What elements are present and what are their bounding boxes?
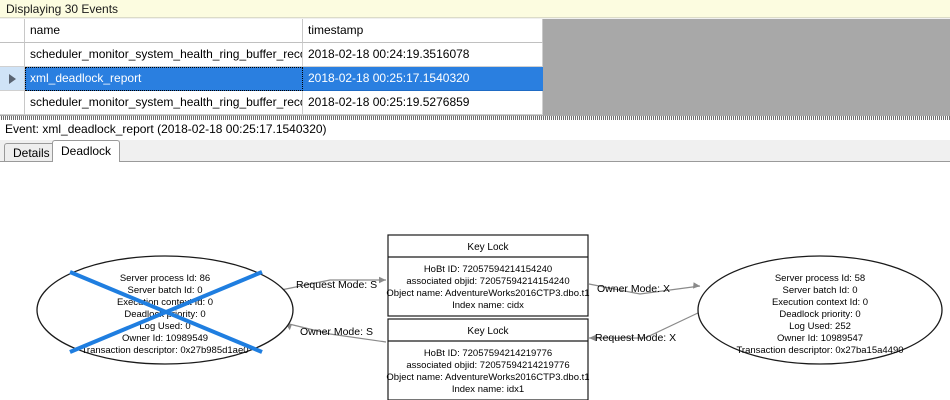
events-panel: Displaying 30 Events name timestamp sche… (0, 0, 950, 118)
resource-line-1: associated objid: 72057594214219776 (406, 360, 569, 371)
edge-label-request-s: Request Mode: S (296, 279, 377, 291)
grid-row-filler (543, 43, 950, 67)
resource-node-key-lock-cidx[interactable]: Key Lock HoBt ID: 72057594214154240 asso… (386, 234, 590, 317)
deadlock-victim-cross-icon (69, 270, 263, 354)
grid-row-filler (543, 67, 950, 91)
edge-owner-x (588, 282, 701, 295)
process-line-2: Execution context Id: 0 (772, 297, 868, 308)
edge-label-request-x: Request Mode: X (595, 332, 676, 344)
event-header-label: Event: xml_deadlock_report (2018-02-18 0… (0, 120, 950, 138)
table-row-selected[interactable]: xml_deadlock_report 2018-02-18 00:25:17.… (0, 67, 950, 91)
victim-line-0: Server process Id: 86 (120, 273, 210, 284)
row-selector[interactable] (0, 67, 25, 91)
resource-line-0: HoBt ID: 72057594214154240 (424, 264, 552, 275)
resource-title: Key Lock (467, 326, 509, 337)
resource-line-2: Object name: AdventureWorks2016CTP3.dbo.… (386, 372, 589, 383)
tab-details[interactable]: Details (4, 143, 59, 162)
cell-name[interactable]: scheduler_monitor_system_health_ring_buf… (25, 91, 303, 115)
victim-line-6: Transaction descriptor: 0x27b985d1ae0 (81, 345, 248, 356)
svg-text:Owner Mode: X: Owner Mode: X (597, 283, 670, 295)
resource-line-3: Index name: idx1 (452, 384, 524, 395)
cell-name[interactable]: xml_deadlock_report (25, 67, 303, 91)
edge-label-owner-x: Owner Mode: X (597, 283, 670, 295)
process-line-1: Server batch Id: 0 (783, 285, 858, 296)
victim-line-5: Owner Id: 10989549 (122, 333, 208, 344)
svg-text:Owner Mode: S: Owner Mode: S (300, 326, 373, 338)
horizontal-splitter[interactable] (0, 116, 950, 120)
resource-line-3: Index name: cidx (452, 300, 524, 311)
tab-deadlock[interactable]: Deadlock (52, 140, 121, 162)
process-line-0: Server process Id: 58 (775, 273, 865, 284)
row-selector[interactable] (0, 91, 25, 115)
victim-line-2: Execution context Id: 0 (117, 297, 213, 308)
table-row[interactable]: scheduler_monitor_system_health_ring_buf… (0, 91, 950, 115)
process-line-4: Log Used: 252 (789, 321, 851, 332)
edge-request-x (589, 311, 701, 342)
column-header-timestamp[interactable]: timestamp (303, 19, 543, 43)
resource-line-2: Object name: AdventureWorks2016CTP3.dbo.… (386, 288, 589, 299)
surviving-process-node[interactable]: Server process Id: 58 Server batch Id: 0… (697, 255, 943, 365)
cell-timestamp[interactable]: 2018-02-18 00:24:19.3516078 (303, 43, 543, 67)
resource-node-key-lock-idx1[interactable]: Key Lock HoBt ID: 72057594214219776 asso… (386, 318, 590, 400)
edge-request-s (280, 276, 386, 291)
resource-line-0: HoBt ID: 72057594214219776 (424, 348, 552, 359)
svg-text:Request Mode: S: Request Mode: S (296, 279, 377, 291)
current-row-arrow-icon (8, 73, 16, 84)
table-row[interactable]: scheduler_monitor_system_health_ring_buf… (0, 43, 950, 67)
row-selector[interactable] (0, 43, 25, 67)
row-selector-header (0, 19, 25, 43)
column-header-name[interactable]: name (25, 19, 303, 43)
process-line-5: Owner Id: 10989547 (777, 333, 863, 344)
cell-timestamp[interactable]: 2018-02-18 00:25:17.1540320 (303, 67, 543, 91)
svg-text:Request Mode: X: Request Mode: X (595, 332, 676, 344)
process-line-3: Deadlock priority: 0 (779, 309, 860, 320)
deadlock-graph-canvas[interactable]: Server process Id: 86 Server batch Id: 0… (0, 161, 950, 400)
resource-line-1: associated objid: 72057594214154240 (406, 276, 569, 287)
events-grid[interactable]: name timestamp scheduler_monitor_system_… (0, 19, 950, 116)
grid-header-filler (543, 19, 950, 43)
process-line-6: Transaction descriptor: 0x27ba15a4490 (736, 345, 903, 356)
grid-header-row: name timestamp (0, 19, 950, 43)
tab-strip: Details Deadlock (0, 140, 950, 162)
victim-line-4: Log Used: 0 (139, 321, 190, 332)
edge-label-owner-s: Owner Mode: S (300, 326, 373, 338)
victim-process-node[interactable]: Server process Id: 86 Server batch Id: 0… (36, 255, 294, 365)
resource-title: Key Lock (467, 242, 509, 253)
victim-line-1: Server batch Id: 0 (128, 285, 203, 296)
cell-name[interactable]: scheduler_monitor_system_health_ring_buf… (25, 43, 303, 67)
grid-row-filler (543, 91, 950, 115)
events-caption: Displaying 30 Events (0, 0, 950, 18)
cell-timestamp[interactable]: 2018-02-18 00:25:19.5276859 (303, 91, 543, 115)
